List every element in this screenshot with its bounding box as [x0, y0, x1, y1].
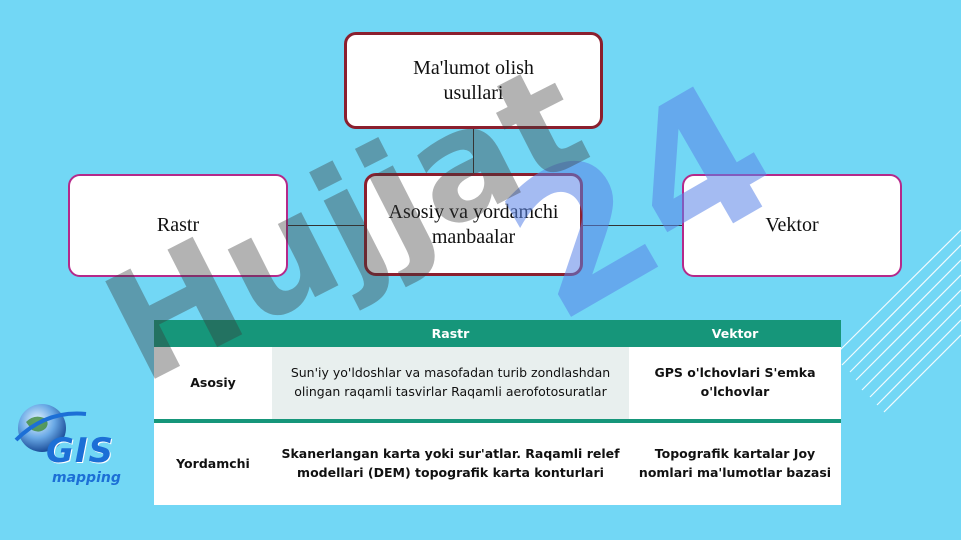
box-right-label: Vektor	[765, 214, 819, 236]
globe-logo-icon	[14, 404, 87, 452]
box-left-label: Rastr	[156, 214, 200, 236]
connector-top	[473, 128, 474, 174]
connector-left	[287, 225, 365, 226]
box-center: Asosiy va yordamchi manbaalar	[364, 173, 583, 276]
row-label: Asosiy	[154, 347, 272, 421]
header-vektor: Vektor	[629, 320, 841, 347]
box-center-label: Asosiy va yordamchi manbaalar	[388, 200, 559, 248]
cell-vektor: GPS o'lchovlari S'emka o'lchovlar	[629, 347, 841, 421]
logo-title: GIS	[46, 431, 115, 471]
logo-subtitle: mapping	[52, 470, 121, 486]
header-empty	[154, 320, 272, 347]
table-row: Asosiy Sun'iy yo'ldoshlar va masofadan t…	[154, 347, 841, 421]
table-header-row: Rastr Vektor	[154, 320, 841, 347]
box-top: Ma'lumot olish usullari	[344, 32, 603, 129]
sources-table: Rastr Vektor Asosiy Sun'iy yo'ldoshlar v…	[154, 320, 841, 505]
box-left: Rastr	[68, 174, 288, 277]
cell-rastr: Skanerlangan karta yoki sur'atlar. Raqam…	[272, 419, 629, 505]
connector-right	[582, 225, 683, 226]
cell-rastr: Sun'iy yo'ldoshlar va masofadan turib zo…	[272, 347, 629, 421]
header-rastr: Rastr	[272, 320, 629, 347]
cell-vektor: Topografik kartalar Joy nomlari ma'lumot…	[629, 419, 841, 505]
box-right: Vektor	[682, 174, 902, 277]
table-row: Yordamchi Skanerlangan karta yoki sur'at…	[154, 419, 841, 505]
box-top-label: Ma'lumot olish usullari	[413, 56, 534, 104]
row-label: Yordamchi	[154, 419, 272, 505]
